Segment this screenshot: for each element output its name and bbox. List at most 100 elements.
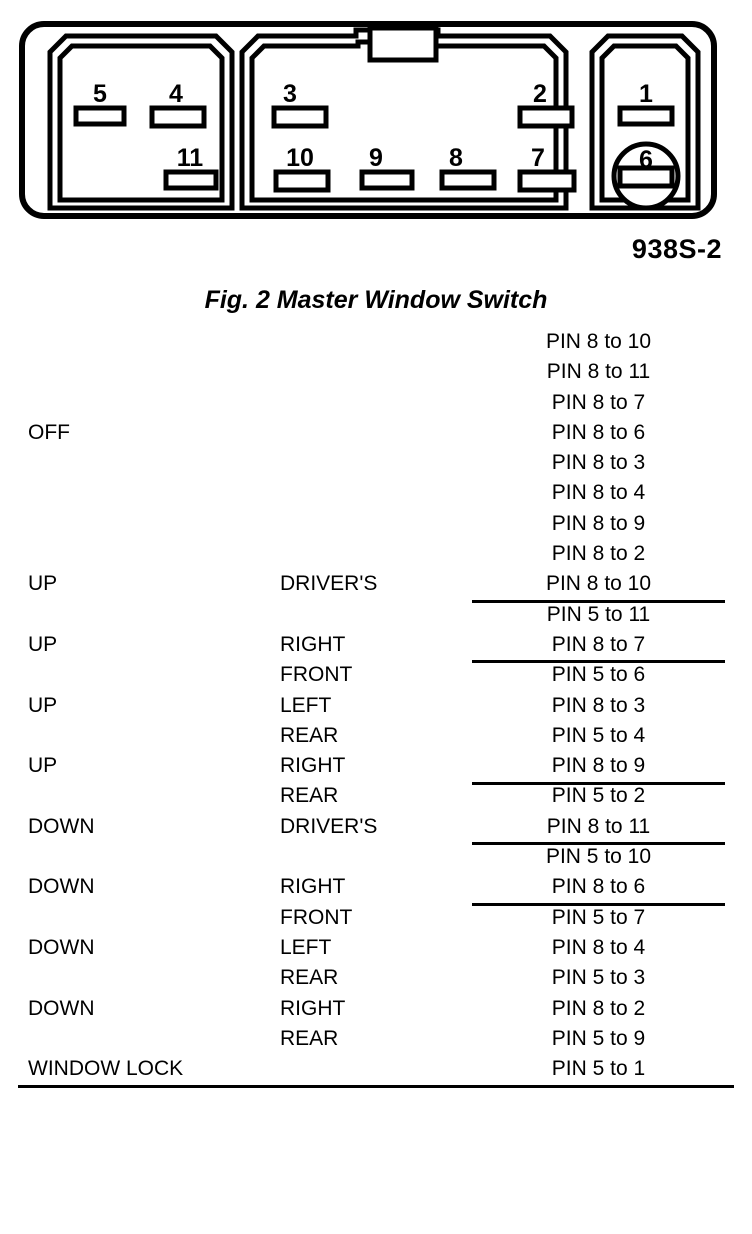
window-selection-cell: REAR [280, 1026, 339, 1050]
pin-continuity-cell: PIN 8 to 4 [551, 481, 646, 505]
table-row: REAR PIN 5 to 9 [0, 1027, 752, 1057]
table-row: PIN 8 to 11 [0, 360, 752, 390]
pin-blade-4 [149, 105, 207, 129]
switch-position-cell: UP [28, 572, 58, 596]
window-selection-cell: RIGHT [280, 996, 346, 1020]
pin-continuity-cell: PIN 8 to 7 [551, 390, 646, 414]
table-row: PIN 5 to 11 [0, 603, 752, 633]
window-selection-cell: RIGHT [280, 754, 346, 778]
connector-pinout-diagram: 5 4 11 3 2 10 9 8 7 [18, 20, 718, 220]
pin-continuity-cell: PIN 5 to 11 [546, 602, 651, 626]
window-selection-cell: RIGHT [280, 632, 346, 656]
table-row: PIN 8 to 2 [0, 542, 752, 572]
table-row: FRONT PIN 5 to 6 [0, 663, 752, 693]
table-row: PIN 8 to 9 [0, 512, 752, 542]
pin-continuity-cell: PIN 8 to 10 [545, 330, 652, 353]
group-divider-rule [472, 902, 725, 906]
switch-position-cell: DOWN [28, 935, 95, 959]
pin-continuity-cell: PIN 5 to 6 [551, 663, 646, 687]
pin-blade-8 [439, 169, 497, 191]
left-connector-section [47, 33, 235, 211]
window-selection-cell: DRIVER'S [280, 572, 378, 596]
pin-continuity-cell: PIN 8 to 2 [551, 542, 646, 566]
switch-position-cell: OFF [28, 420, 70, 444]
drawing-number: 938S-2 [631, 234, 722, 264]
pin-number-7: 7 [531, 144, 545, 172]
group-divider-rule [472, 599, 725, 603]
table-row: DOWN LEFT PIN 8 to 4 [0, 936, 752, 966]
pin-number-9: 9 [369, 144, 383, 172]
switch-position-cell: UP [28, 693, 58, 717]
switch-position-cell: WINDOW LOCK [28, 1057, 184, 1081]
table-row: DOWN DRIVER'S PIN 8 to 11 [0, 815, 752, 845]
window-selection-cell: REAR [280, 966, 339, 990]
pin-continuity-cell: PIN 5 to 7 [551, 905, 646, 929]
pin-continuity-cell: PIN 8 to 11 [546, 814, 651, 838]
right-connector-section [589, 33, 701, 211]
window-selection-cell: LEFT [280, 935, 332, 959]
pin-blade-11 [163, 169, 219, 191]
switch-position-cell: UP [28, 632, 58, 656]
table-row: DOWN RIGHT PIN 8 to 6 [0, 875, 752, 905]
switch-position-cell: UP [28, 754, 58, 778]
pin-number-6: 6 [639, 146, 653, 174]
pin-continuity-cell: PIN 5 to 9 [551, 1026, 646, 1050]
pin-continuity-cell: PIN 8 to 3 [551, 451, 646, 475]
switch-position-cell: DOWN [28, 875, 95, 899]
window-selection-cell: REAR [280, 784, 339, 808]
pin-continuity-cell: PIN 8 to 7 [551, 632, 646, 656]
switch-position-cell: DOWN [28, 814, 95, 838]
pin-continuity-cell: PIN 8 to 9 [551, 511, 646, 535]
pin-number-8: 8 [449, 144, 463, 172]
pin-continuity-cell: PIN 8 to 4 [551, 935, 646, 959]
table-row: UP RIGHT PIN 8 to 7 [0, 633, 752, 663]
pin-blade-10 [273, 169, 331, 193]
pin-continuity-cell: PIN 8 to 6 [551, 420, 646, 444]
table-row: PIN 8 to 3 [0, 451, 752, 481]
pin-blade-5 [73, 105, 127, 127]
pin-continuity-cell: PIN 5 to 4 [551, 723, 646, 747]
pin-continuity-cell: PIN 8 to 9 [551, 754, 646, 778]
pin-number-10: 10 [286, 144, 314, 172]
pin-number-11: 11 [177, 144, 204, 172]
pin-blade-7 [517, 169, 577, 193]
window-selection-cell: REAR [280, 723, 339, 747]
pin-number-1: 1 [639, 80, 653, 108]
table-row: PIN 5 to 10 [0, 845, 752, 875]
table-row: PIN 8 to 7 [0, 391, 752, 421]
pin-blade-3 [271, 105, 329, 129]
window-selection-cell: DRIVER'S [280, 814, 378, 838]
middle-connector-section [239, 25, 569, 211]
pin-number-5: 5 [93, 80, 107, 108]
pin-number-2: 2 [533, 80, 547, 108]
group-divider-rule [472, 781, 725, 785]
pin-continuity-cell: PIN 8 to 6 [551, 875, 646, 899]
pin-blade-9 [359, 169, 415, 191]
table-row: REAR PIN 5 to 4 [0, 724, 752, 754]
table-row: OFF PIN 8 to 6 [0, 421, 752, 451]
table-bottom-rule [18, 1084, 734, 1088]
window-selection-cell: FRONT [280, 663, 353, 687]
pin-continuity-cell: PIN 5 to 10 [545, 845, 652, 869]
table-row: UP RIGHT PIN 8 to 9 [0, 754, 752, 784]
group-divider-rule [472, 660, 725, 664]
pin-number-3: 3 [283, 80, 297, 108]
pin-number-4: 4 [169, 80, 183, 108]
table-row: PIN 8 to 10 [0, 330, 752, 360]
pin-continuity-cell: PIN 8 to 3 [551, 693, 646, 717]
window-selection-cell: LEFT [280, 693, 332, 717]
figure-caption: Fig. 2 Master Window Switch [204, 286, 548, 314]
right-section-pin-blades [611, 105, 681, 211]
keying-tab [367, 25, 439, 63]
pin-blade-1 [617, 105, 675, 127]
pin-blade-6 [617, 165, 675, 189]
window-selection-cell: RIGHT [280, 875, 346, 899]
connector-outer-housing [19, 21, 717, 219]
